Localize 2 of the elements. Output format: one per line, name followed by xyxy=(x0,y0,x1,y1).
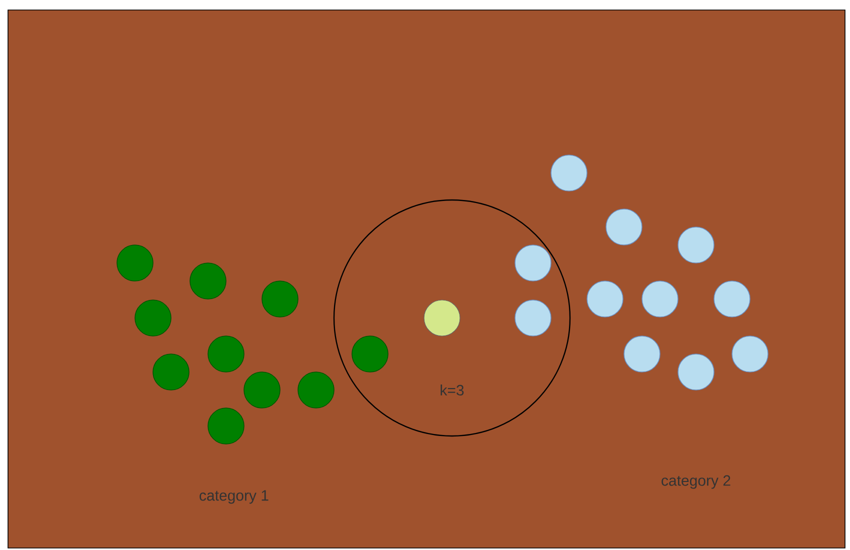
category-label: category 1 xyxy=(200,490,268,504)
category-label: category 2 xyxy=(662,475,730,489)
